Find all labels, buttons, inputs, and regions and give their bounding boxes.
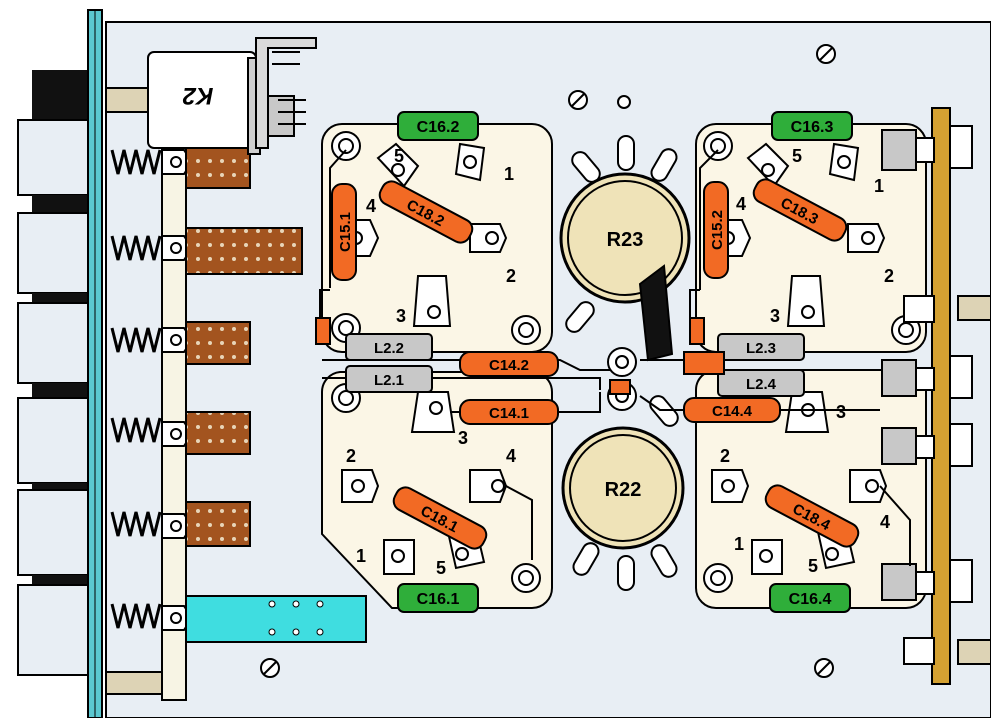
- label-orange-caps-c14-2: C14.2: [489, 357, 529, 374]
- label-pin-numbers-tr-p5: 5: [792, 146, 802, 166]
- label-pin-numbers-bl-p3: 3: [458, 428, 468, 448]
- slider-tabs: [161, 149, 194, 631]
- pin-numbers: 5 1 4 2 3 5 1 4 2 3 3 2 4 1 5 3 2 4 1 5: [346, 146, 894, 578]
- capacitor-c15-1: C15.1: [331, 183, 357, 281]
- label-pin-numbers-br-p2: 2: [720, 446, 730, 466]
- wires: [319, 149, 911, 566]
- capacitor-c16-4: C16.4: [769, 583, 851, 613]
- label-orange-caps-c15-2: C15.2: [709, 210, 726, 250]
- label-orange-caps-c14-4: C14.4: [712, 403, 753, 420]
- inductor-l2-4: L2.4: [717, 369, 805, 397]
- right-wood-strip: [931, 107, 951, 685]
- label-green-caps-c16-1: C16.1: [417, 591, 460, 608]
- capacitor-c14-1: C14.1: [459, 399, 559, 425]
- inductor-l2-1: L2.1: [345, 365, 433, 393]
- label-pin-numbers-tr-p2: 2: [884, 266, 894, 286]
- inductors: L2.2 L2.1 L2.3 L2.4: [345, 333, 805, 397]
- right-connectors: [881, 129, 935, 665]
- resistor-r22-label: R22: [605, 479, 642, 501]
- resistor-r23: R23: [559, 172, 691, 304]
- capacitor-c14-4: C14.4: [683, 397, 781, 423]
- label-pin-numbers-tr-p3: 3: [770, 306, 780, 326]
- capacitor-c15-2: C15.2: [703, 181, 729, 279]
- capacitor-c16-3: C16.3: [771, 111, 853, 141]
- switch-wafers: [320, 123, 927, 609]
- inductor-l2-3: L2.3: [717, 333, 805, 361]
- inductor-l2-2: L2.2: [345, 333, 433, 361]
- label-pin-numbers-tl-p3: 3: [396, 306, 406, 326]
- resistor-r23-label: R23: [607, 229, 644, 251]
- label-pin-numbers-bl-p5: 5: [436, 558, 446, 578]
- capacitor-c14-2: C14.2: [459, 351, 559, 377]
- label-pin-numbers-br-p4: 4: [880, 512, 890, 532]
- label-green-caps-c16-3: C16.3: [791, 119, 834, 136]
- label-pin-numbers-tr-p1: 1: [874, 176, 884, 196]
- chassis-screws: [260, 44, 836, 678]
- springs: [110, 149, 162, 629]
- label-pin-numbers-bl-p4: 4: [506, 446, 516, 466]
- label-inductors-l2-4: L2.4: [746, 376, 777, 393]
- wafer-rings: [331, 131, 921, 593]
- label-pin-numbers-bl-p2: 2: [346, 446, 356, 466]
- label-pin-numbers-tl-p4: 4: [366, 196, 376, 216]
- label-green-caps-c16-2: C16.2: [417, 119, 460, 136]
- switch-contacts: [185, 147, 367, 643]
- label-pin-numbers-tl-p5: 5: [394, 146, 404, 166]
- label-pin-numbers-br-p3: 3: [836, 402, 846, 422]
- label-pin-numbers-tl-p2: 2: [506, 266, 516, 286]
- front-panel-knobs: [17, 70, 89, 676]
- resistor-r22: R22: [561, 426, 685, 550]
- black-component: [638, 264, 674, 362]
- capacitor-c16-2: C16.2: [397, 111, 479, 141]
- capacitor-c16-1: C16.1: [397, 583, 479, 613]
- relay-label: K2: [182, 82, 213, 109]
- label-inductors-l2-3: L2.3: [746, 340, 776, 357]
- label-pin-numbers-br-p5: 5: [808, 556, 818, 576]
- label-pin-numbers-tr-p4: 4: [736, 194, 746, 214]
- orange-tabs: [315, 317, 725, 395]
- wafer-lugs: [339, 142, 888, 575]
- label-orange-caps-c15-1: C15.1: [337, 212, 354, 252]
- label-inductors-l2-1: L2.1: [374, 372, 404, 389]
- label-pin-numbers-bl-p1: 1: [356, 546, 366, 566]
- right-nuts: [949, 125, 973, 603]
- label-orange-caps-c14-1: C14.1: [489, 405, 529, 422]
- label-inductors-l2-2: L2.2: [374, 340, 404, 357]
- label-pin-numbers-tl-p1: 1: [504, 164, 514, 184]
- relay-k2: K2: [147, 37, 317, 155]
- label-green-caps-c16-4: C16.4: [789, 591, 832, 608]
- switch-shafts: [105, 87, 991, 695]
- label-pin-numbers-br-p1: 1: [734, 534, 744, 554]
